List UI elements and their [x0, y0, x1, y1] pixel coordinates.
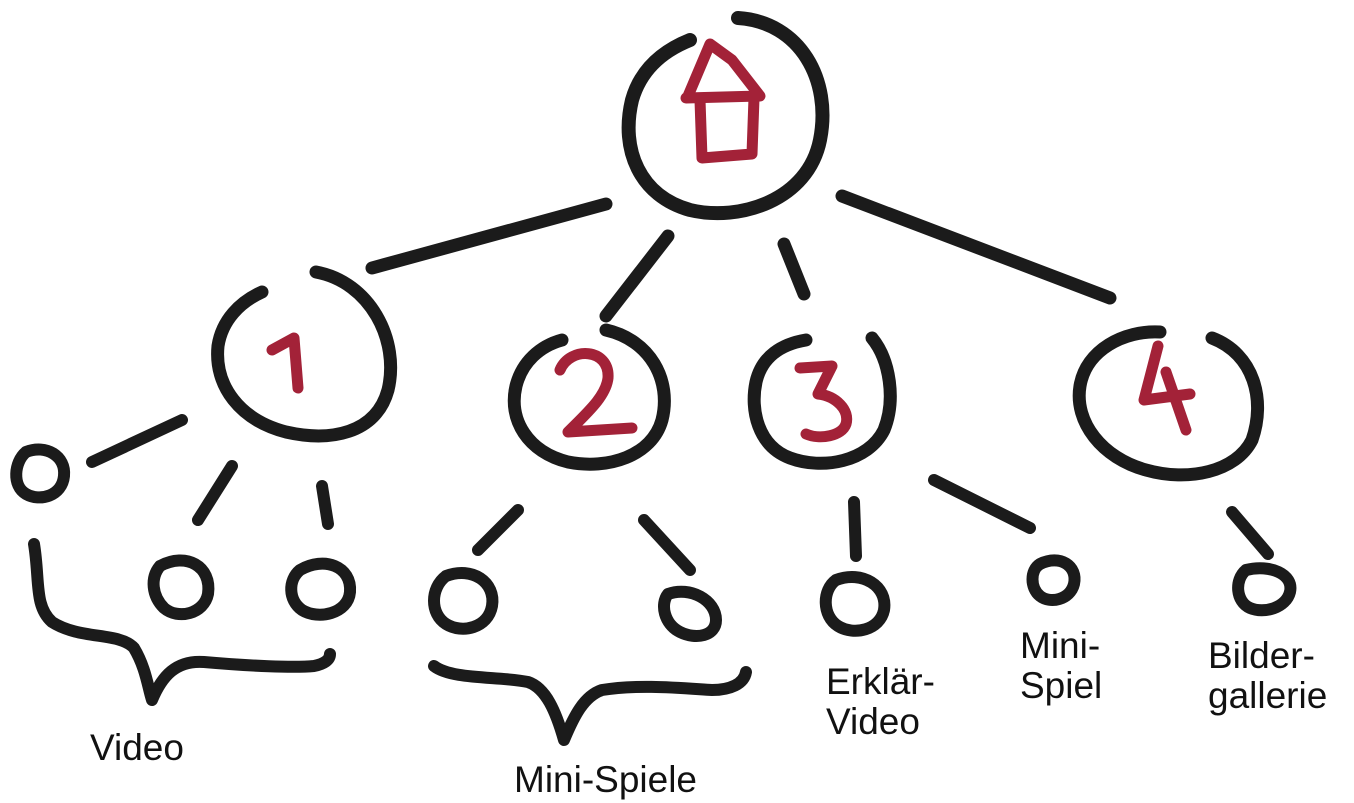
connector-3-a	[848, 496, 862, 562]
section-3-children	[819, 474, 1081, 637]
label-mini-spiel-line2: Spiel	[1020, 665, 1103, 706]
section-node-1	[211, 265, 398, 443]
label-bildergallerie-line2: gallerie	[1208, 675, 1328, 716]
section-4-children	[1226, 506, 1297, 617]
bracket-video	[28, 538, 336, 706]
label-mini-spiele: Mini-Spiele	[514, 760, 697, 800]
section-number-4	[1138, 340, 1196, 436]
connector-root-4	[835, 189, 1117, 305]
label-mini-spiel: Mini- Spiel	[1020, 626, 1102, 706]
label-video-text: Video	[90, 727, 184, 768]
leaf-node-2b	[658, 585, 722, 642]
section-2-children	[428, 504, 752, 746]
leaf-node-3b	[1026, 554, 1081, 606]
bracket-mini-spiele	[428, 660, 752, 746]
root-node	[621, 11, 830, 221]
leaf-node-1a	[10, 443, 71, 504]
connector-4-a	[1226, 506, 1274, 560]
connector-2-a	[472, 504, 524, 556]
leaf-node-2a	[428, 566, 499, 635]
section-node-3	[747, 331, 897, 470]
connector-root-3	[777, 237, 811, 301]
label-erklaer-video: Erklär- Video	[826, 662, 935, 742]
leaf-node-3a	[819, 570, 891, 637]
connector-1-b	[192, 460, 238, 526]
connector-root-2	[599, 229, 675, 323]
section-number-1	[266, 332, 304, 394]
label-video: Video	[90, 728, 184, 768]
connector-2-b	[638, 514, 696, 576]
section-1-children	[10, 414, 357, 706]
home-icon	[680, 38, 766, 164]
connector-1-c	[316, 480, 334, 530]
label-mini-spiele-text: Mini-Spiele	[514, 759, 698, 800]
connector-root-1	[365, 197, 613, 275]
label-bildergallerie: Bilder- gallerie	[1208, 636, 1327, 716]
section-node-2	[507, 323, 671, 471]
label-bildergallerie-line1: Bilder-	[1208, 635, 1315, 676]
label-erklaer-video-line2: Video	[826, 701, 920, 742]
section-number-3	[794, 360, 853, 443]
leaf-node-1b	[147, 554, 215, 621]
label-erklaer-video-line1: Erklär-	[826, 661, 935, 702]
root-connectors	[365, 189, 1117, 323]
leaf-node-4a	[1232, 562, 1297, 617]
section-node-4	[1072, 325, 1265, 482]
section-number-2	[554, 348, 638, 438]
label-mini-spiel-line1: Mini-	[1020, 625, 1101, 666]
leaf-node-1c	[285, 557, 357, 621]
connector-1-a	[86, 414, 188, 468]
connector-3-b	[928, 474, 1036, 534]
